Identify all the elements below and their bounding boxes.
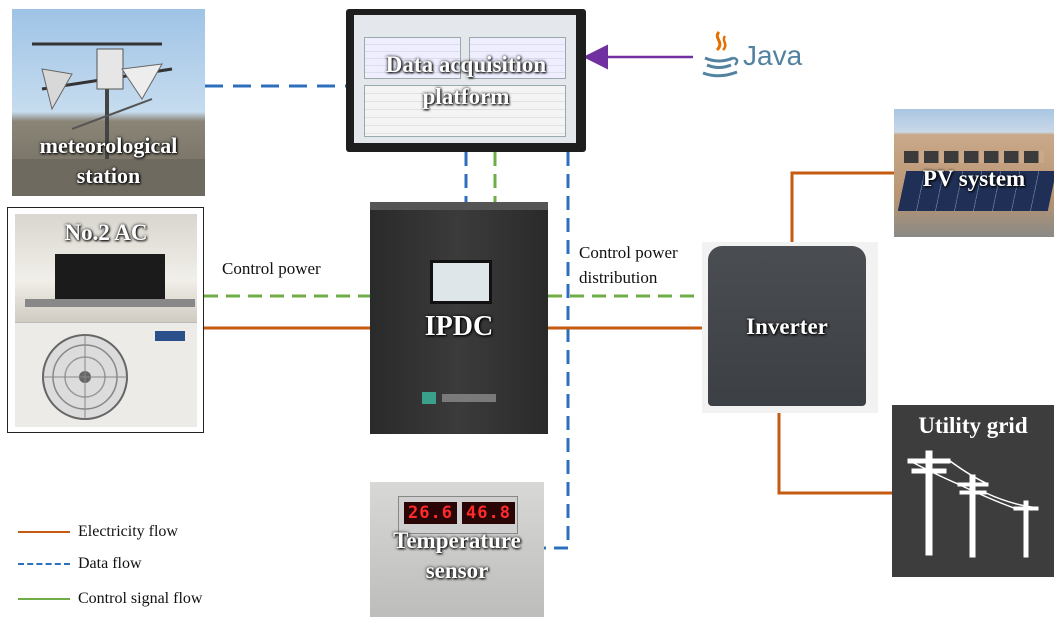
sensor-reading-humidity: 46.8: [462, 502, 515, 524]
java-logo-text: Java: [743, 40, 803, 71]
fan-icon: [42, 331, 185, 420]
legend-control-line: [18, 598, 70, 600]
data-platform-photo: Data acquisition platform: [346, 9, 586, 152]
legend-data-line: [18, 563, 70, 565]
utility-grid-panel: Utility grid: [892, 405, 1054, 577]
data-platform-label: Data acquisition platform: [385, 52, 547, 109]
ac-indoor-photo: [15, 214, 197, 324]
ac-unit-panel: No.2 AC: [7, 207, 204, 433]
meteorological-station-photo: meteorological station: [12, 9, 205, 196]
legend-electricity-flow: Electricity flow: [18, 521, 178, 543]
legend-control-label: Control signal flow: [78, 590, 203, 607]
pv-system-label: PV system: [922, 166, 1026, 191]
control-power-label: Control power: [222, 259, 321, 278]
ac-unit-label: No.2 AC: [64, 220, 148, 245]
inverter-photo: Inverter: [702, 242, 878, 413]
sensor-reading-temperature: 26.6: [404, 502, 457, 524]
electricity-inverter-grid: [777, 413, 892, 495]
utility-grid-label: Utility grid: [918, 413, 1028, 438]
temperature-sensor-photo: 26.6 46.8 Temperature sensor: [370, 482, 544, 617]
ipdc-label: IPDC: [424, 311, 494, 342]
meteorological-station-label: meteorological station: [39, 133, 178, 188]
java-cup-icon: [702, 30, 739, 78]
ipdc-touchscreen: [430, 260, 492, 304]
station-mast-icon: [12, 42, 205, 196]
legend-data-label: Data flow: [78, 555, 142, 572]
monitor-screen: [354, 15, 576, 143]
electricity-inverter-pv: [790, 171, 894, 242]
legend-electricity-label: Electricity flow: [78, 523, 178, 540]
ipdc-brand-logo: [422, 392, 436, 404]
legend-data-flow: Data flow: [18, 553, 142, 575]
inverter-label: Inverter: [746, 314, 828, 339]
java-logo: Java: [697, 28, 817, 80]
power-pylon-icon: [907, 450, 1039, 558]
legend-control-signal-flow: Control signal flow: [18, 588, 202, 610]
data-flow-platform-sensor: [544, 152, 570, 550]
ac-outdoor-photo: [15, 322, 197, 427]
pv-system-photo: PV system: [894, 109, 1054, 237]
ipdc-cabinet-photo: IPDC: [370, 202, 548, 434]
temperature-sensor-label: Temperature sensor: [393, 528, 521, 583]
control-power-distribution-label: Control power distribution: [579, 243, 678, 287]
legend-electricity-line: [18, 531, 70, 533]
inverter-body: [708, 246, 866, 406]
